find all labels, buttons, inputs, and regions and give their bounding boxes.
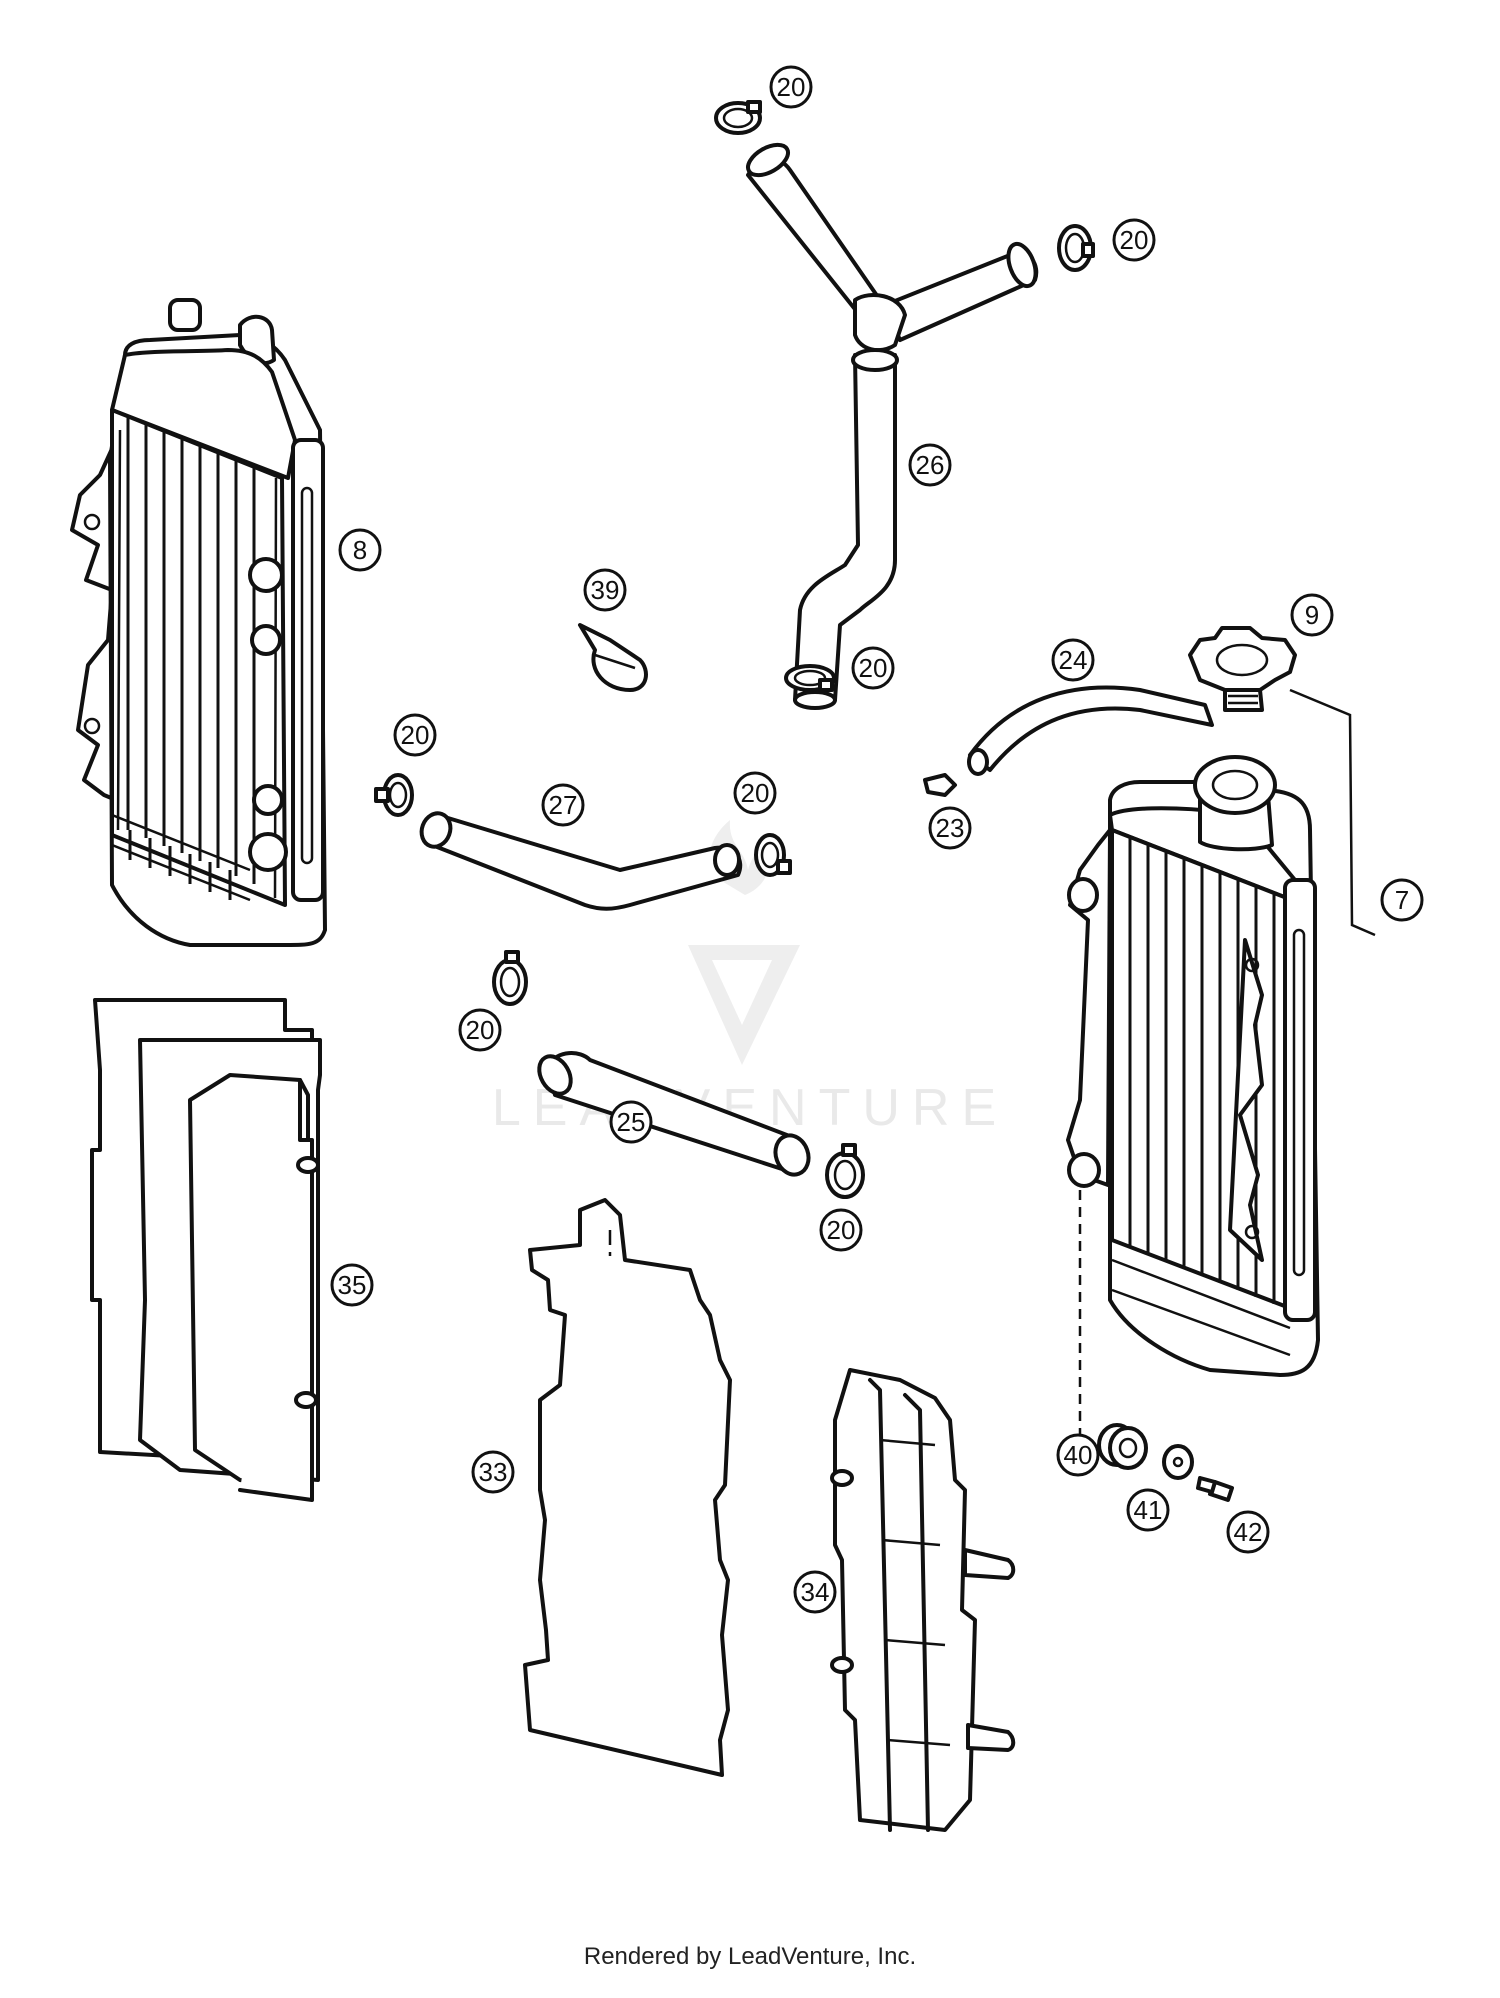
svg-text:24: 24: [1059, 645, 1088, 675]
svg-text:39: 39: [591, 575, 620, 605]
footer-credit: Rendered by LeadVenture, Inc.: [583, 1943, 917, 1970]
cable-tie-39: [578, 623, 648, 692]
callout-20: 20: [769, 65, 813, 109]
hose-24: [967, 685, 1214, 776]
hose-27: [419, 811, 743, 911]
left-shroud-35: [90, 998, 322, 1502]
svg-text:20: 20: [466, 1015, 495, 1045]
svg-text:20: 20: [777, 72, 806, 102]
hose-clamps: [374, 100, 1095, 1199]
hose-clamp: [492, 950, 528, 1006]
left-radiator: [70, 298, 327, 947]
callout-26: 26: [908, 443, 952, 487]
svg-text:35: 35: [338, 1270, 367, 1300]
callout-7: 7: [1380, 878, 1424, 922]
radiator-cap-9: [1188, 626, 1297, 712]
washer-41: [1162, 1444, 1194, 1480]
svg-text:20: 20: [859, 653, 888, 683]
svg-text:33: 33: [479, 1457, 508, 1487]
svg-text:25: 25: [617, 1107, 646, 1137]
callout-39: 39: [583, 568, 627, 612]
callout-8: 8: [338, 528, 382, 572]
callout-9: 9: [1290, 593, 1334, 637]
hose-clamp: [784, 664, 836, 692]
callout-20: 20: [458, 1008, 502, 1052]
callout-33: 33: [471, 1450, 515, 1494]
svg-text:27: 27: [549, 790, 578, 820]
grommet-40: [1097, 1423, 1148, 1470]
svg-text:41: 41: [1134, 1495, 1163, 1525]
hose-clamp: [1057, 224, 1095, 272]
y-hose-26: [746, 142, 1039, 710]
callout-20: 20: [733, 771, 777, 815]
hose-clamp: [754, 833, 792, 877]
hose-25: [537, 1051, 811, 1177]
svg-text:20: 20: [401, 720, 430, 750]
svg-text:34: 34: [801, 1577, 830, 1607]
svg-text:26: 26: [916, 450, 945, 480]
svg-text:8: 8: [353, 535, 367, 565]
right-radiator: [1066, 755, 1320, 1377]
callout-40: 40: [1056, 1433, 1100, 1477]
callout-20: 20: [393, 713, 437, 757]
callout-20: 20: [1112, 218, 1156, 262]
callout-25: 25: [609, 1100, 653, 1144]
shroud-34: [830, 1368, 1016, 1832]
svg-text:23: 23: [936, 813, 965, 843]
svg-text:20: 20: [1120, 225, 1149, 255]
svg-text:7: 7: [1395, 885, 1409, 915]
shroud-33: [523, 1198, 732, 1777]
callout-24: 24: [1051, 638, 1095, 682]
leader-lines: [1078, 688, 1376, 1440]
svg-text:20: 20: [827, 1215, 856, 1245]
hose-clamp: [374, 773, 414, 817]
svg-text:42: 42: [1234, 1517, 1263, 1547]
screw-42: [1196, 1476, 1234, 1502]
callout-27: 27: [541, 783, 585, 827]
hose-clamp: [825, 1143, 865, 1199]
svg-text:9: 9: [1305, 600, 1319, 630]
callout-20: 20: [819, 1208, 863, 1252]
clip-23: [923, 773, 957, 797]
callout-35: 35: [330, 1263, 374, 1307]
callout-20: 20: [851, 646, 895, 690]
hose-clamp: [714, 100, 762, 135]
callout-42: 42: [1226, 1510, 1270, 1554]
svg-text:20: 20: [741, 778, 770, 808]
callout-41: 41: [1126, 1488, 1170, 1532]
svg-text:40: 40: [1064, 1440, 1093, 1470]
callout-34: 34: [793, 1570, 837, 1614]
callout-23: 23: [928, 806, 972, 850]
